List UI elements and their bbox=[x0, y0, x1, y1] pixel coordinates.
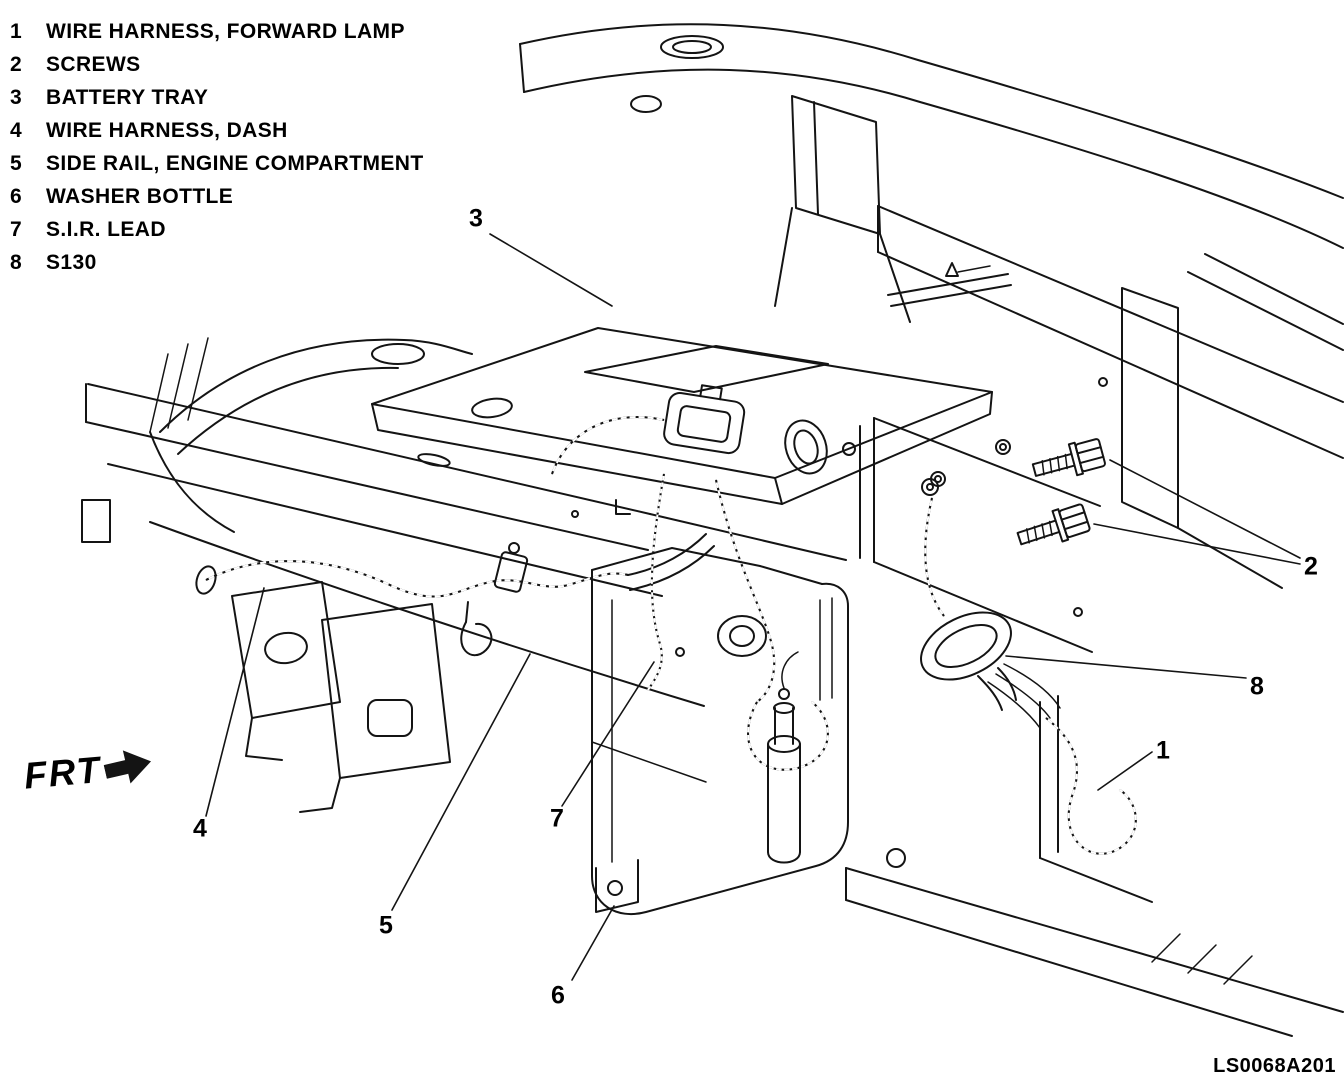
callout-screws: 2 bbox=[1304, 552, 1318, 581]
callout-forward-lamp-harness: 1 bbox=[1156, 736, 1170, 765]
lower-frame-rails bbox=[845, 867, 1344, 1037]
legend-item-number: 7 bbox=[10, 218, 23, 241]
legend-item-label: WIRE HARNESS, DASH bbox=[46, 119, 288, 142]
leader-lines bbox=[205, 233, 1301, 981]
legend-item-label: S130 bbox=[46, 251, 97, 274]
dash-harness-conduit bbox=[195, 533, 715, 598]
upper-radiator-support bbox=[519, 23, 1344, 323]
legend-item: 1 WIRE HARNESS, FORWARD LAMP bbox=[10, 20, 424, 53]
forward-lamp-harness-drawing bbox=[987, 663, 1137, 855]
battery-tray-drawing bbox=[371, 327, 993, 518]
legend-item: 7 S.I.R. LEAD bbox=[10, 218, 424, 251]
figure-code: LS0068A201 bbox=[1213, 1055, 1336, 1077]
legend-item-label: SIDE RAIL, ENGINE COMPARTMENT bbox=[46, 152, 424, 175]
legend-item-number: 2 bbox=[10, 53, 23, 76]
callout-dash-harness: 4 bbox=[193, 814, 207, 843]
frt-arrow-icon bbox=[103, 750, 152, 784]
legend-item-number: 4 bbox=[10, 119, 23, 142]
legend-item: 2 SCREWS bbox=[10, 53, 424, 86]
washer-bottle-drawing bbox=[591, 547, 849, 916]
harness-clip bbox=[460, 542, 529, 657]
engine-side-rail-drawing bbox=[81, 383, 847, 707]
legend-item-number: 8 bbox=[10, 251, 23, 274]
legend-item: 6 WASHER BOTTLE bbox=[10, 185, 424, 218]
legend-item-number: 5 bbox=[10, 152, 23, 175]
legend-item-number: 1 bbox=[10, 20, 23, 43]
frt-direction-label: FRT bbox=[22, 744, 154, 797]
legend-item-label: WIRE HARNESS, FORWARD LAMP bbox=[46, 20, 405, 43]
right-fender-structure bbox=[842, 205, 1344, 903]
legend-item-number: 3 bbox=[10, 86, 23, 109]
mounting-screws-drawing bbox=[930, 438, 1106, 546]
callout-s130: 8 bbox=[1250, 672, 1264, 701]
center-harness-assembly bbox=[551, 384, 829, 771]
legend-item: 4 WIRE HARNESS, DASH bbox=[10, 119, 424, 152]
legend-item-label: WASHER BOTTLE bbox=[46, 185, 234, 208]
callout-side-rail: 5 bbox=[379, 911, 393, 940]
callout-sir-lead: 7 bbox=[550, 804, 564, 833]
callout-washer-bottle: 6 bbox=[551, 981, 565, 1010]
legend-item-label: SCREWS bbox=[46, 53, 141, 76]
legend-item-number: 6 bbox=[10, 185, 23, 208]
side-rail-bracket bbox=[231, 581, 451, 813]
legend-item: 8 S130 bbox=[10, 251, 424, 284]
legend-item-label: S.I.R. LEAD bbox=[46, 218, 166, 241]
s130-connector-drawing bbox=[920, 478, 1017, 711]
callout-battery-tray: 3 bbox=[469, 204, 483, 233]
parts-legend: 1 WIRE HARNESS, FORWARD LAMP 2 SCREWS 3 … bbox=[10, 20, 424, 284]
legend-item: 3 BATTERY TRAY bbox=[10, 86, 424, 119]
left-fender-edge bbox=[149, 337, 473, 533]
sir-lead-drawing bbox=[647, 473, 685, 691]
frt-text: FRT bbox=[22, 748, 103, 797]
legend-item-label: BATTERY TRAY bbox=[46, 86, 209, 109]
legend-item: 5 SIDE RAIL, ENGINE COMPARTMENT bbox=[10, 152, 424, 185]
